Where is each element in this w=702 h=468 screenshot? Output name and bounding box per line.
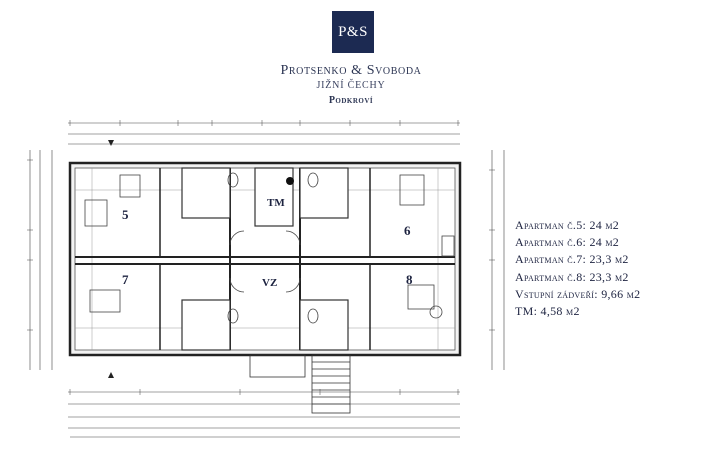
chimney-marker bbox=[286, 177, 294, 185]
legend-item-entrance-hall: Vstupní zádveří: 9,66 m2 bbox=[515, 286, 641, 301]
company-name: Protsenko & Svoboda bbox=[280, 63, 422, 78]
section-markers bbox=[108, 140, 114, 378]
legend-item-apartment-5: Apartman č.5: 24 m2 bbox=[515, 218, 620, 232]
legend-item-tm: TM: 4,58 m2 bbox=[515, 304, 580, 319]
room-label-7: 7 bbox=[122, 272, 129, 287]
entrance-stair bbox=[249, 354, 351, 414]
room-label-8: 8 bbox=[406, 272, 413, 287]
room-label-6: 6 bbox=[404, 223, 411, 238]
room-label-vz: VZ bbox=[262, 277, 277, 289]
brand-logo: P&S bbox=[332, 11, 374, 53]
legend-item-apartment-6: Apartman č.6: 24 m2 bbox=[515, 235, 620, 250]
room-label-tm: TM bbox=[267, 197, 285, 209]
legend-item-apartment-7: Apartman č.7: 23,3 m2 bbox=[515, 252, 629, 267]
company-region: JIŽNÍ ČECHY bbox=[316, 80, 386, 91]
dimension-lines bbox=[27, 120, 505, 438]
logo-text: P&S bbox=[338, 23, 368, 40]
room-label-5: 5 bbox=[122, 207, 129, 222]
area-legend: Apartman č.5: 24 m2 Apartman č.6: 24 m2 … bbox=[515, 217, 640, 320]
furniture bbox=[84, 172, 455, 324]
floor-title: Podkroví bbox=[328, 95, 374, 106]
legend-item-apartment-8: Apartman č.8: 23,3 m2 bbox=[515, 269, 629, 284]
bathrooms bbox=[181, 167, 349, 351]
